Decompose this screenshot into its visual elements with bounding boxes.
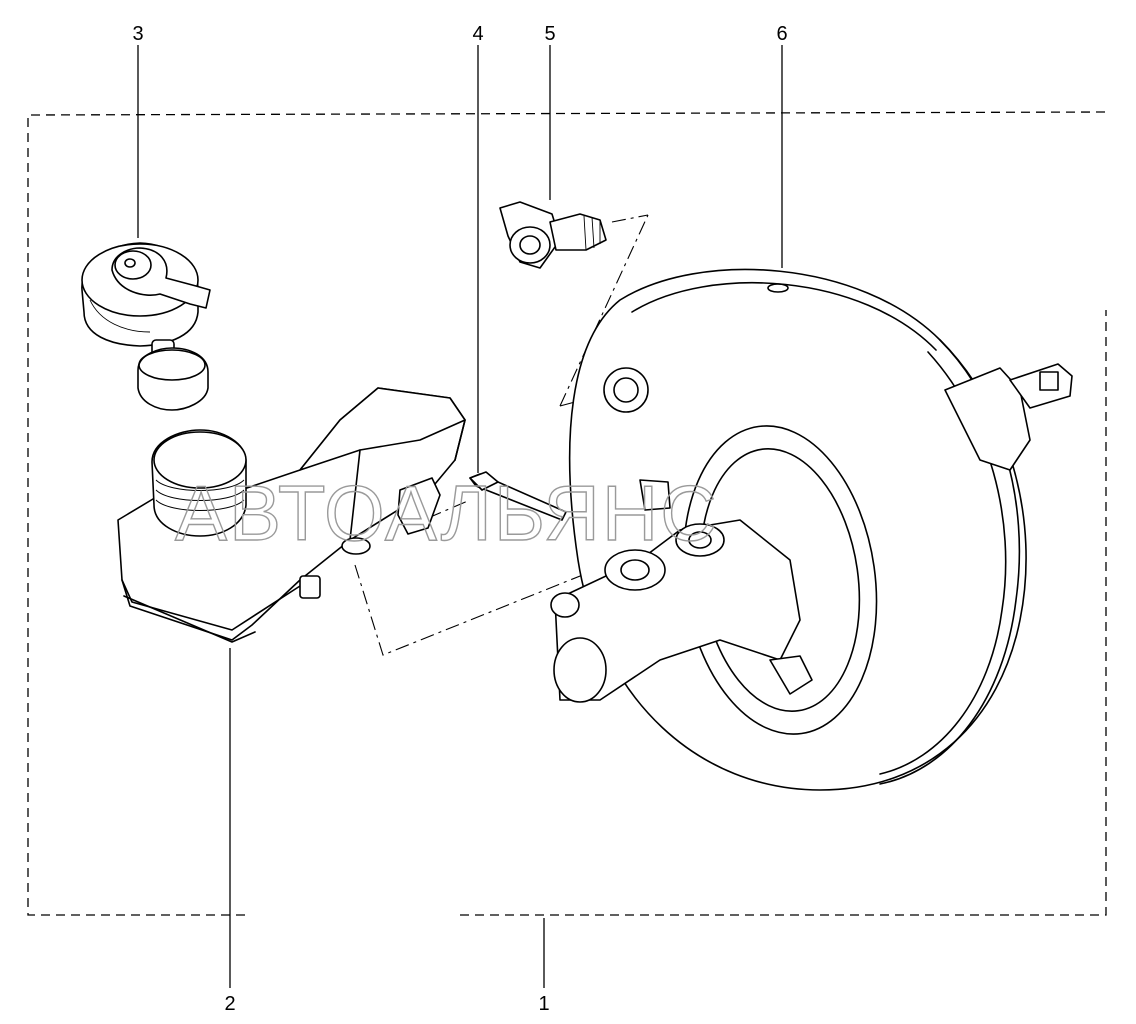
leader-lines <box>137 45 783 988</box>
callout-1: 1 <box>538 993 549 1015</box>
retaining-pin <box>469 471 567 521</box>
callout-5: 5 <box>544 23 555 45</box>
assembly-boundary <box>27 111 1109 916</box>
callout-6: 6 <box>776 23 787 45</box>
callout-2: 2 <box>224 993 235 1015</box>
callout-3: 3 <box>132 23 143 45</box>
fluid-reservoir <box>117 387 466 643</box>
callout-4: 4 <box>472 23 483 45</box>
watermark: АВТОАЛЬЯНС <box>175 469 719 557</box>
reservoir-cap <box>81 242 211 411</box>
master-cylinder <box>550 479 813 703</box>
callout-numbers: 3 4 5 6 2 1 <box>132 23 787 1015</box>
brake-booster <box>568 268 1073 791</box>
vacuum-fitting <box>499 201 607 269</box>
